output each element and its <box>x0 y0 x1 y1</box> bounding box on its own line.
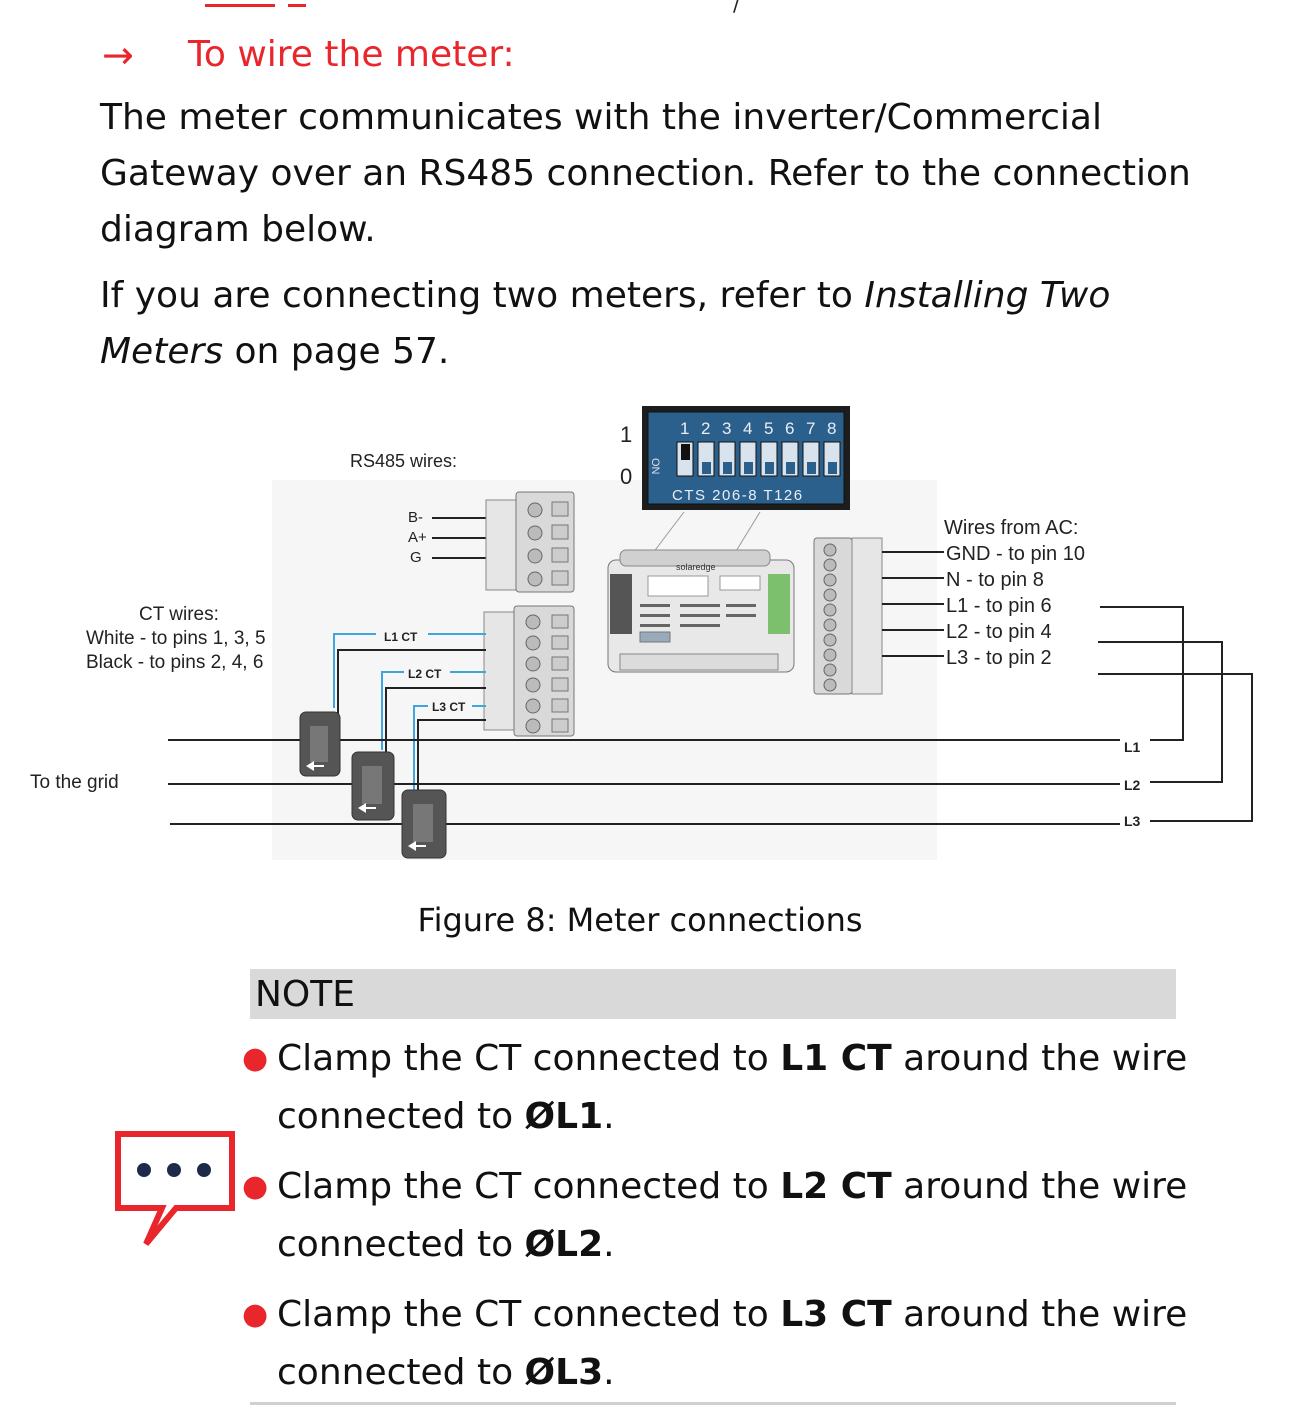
grid-line-label: L3 <box>1124 813 1141 829</box>
dip-switch: 1 0 ON 1 2 3 4 5 6 7 8 <box>620 406 850 510</box>
ct-wire-label: White - to pins 1, 3, 5 <box>86 628 266 649</box>
grid-label: To the grid <box>30 772 119 793</box>
ct-wires-title: CT wires: <box>139 604 219 625</box>
ac-terminal-block <box>813 537 883 695</box>
note-header: NOTE <box>250 969 1176 1019</box>
rs485-pin-label: B- <box>408 509 423 526</box>
ac-wire-label: L2 - to pin 4 <box>946 621 1052 643</box>
bullet-icon: ● <box>242 1169 269 1204</box>
dip-number: 2 <box>701 419 710 438</box>
ac-wires-title: Wires from AC: <box>944 517 1078 539</box>
note-title: NOTE <box>255 974 356 1015</box>
cut-off-underline <box>288 0 306 7</box>
rs485-terminal-block <box>485 491 575 593</box>
dip-number: 5 <box>764 419 773 438</box>
note-item: ● Clamp the CT connected to L2 CT around… <box>240 1158 1200 1274</box>
meter-brand: solaredge <box>676 562 716 572</box>
dip-number: 6 <box>785 419 794 438</box>
rs485-pin-label: G <box>410 549 422 566</box>
ct-clamp-l1 <box>299 711 341 777</box>
rs485-label: RS485 wires: <box>350 451 457 471</box>
ac-wire-label: L1 - to pin 6 <box>946 595 1052 617</box>
ac-wire-label: N - to pin 8 <box>946 569 1044 591</box>
note-bottom-rule <box>250 1402 1176 1405</box>
bullet-icon: ● <box>242 1041 269 1076</box>
speech-bubble-icon <box>110 1128 240 1258</box>
ac-wire-label: GND - to pin 10 <box>946 543 1085 565</box>
meter-unit: solaredge <box>607 549 795 673</box>
dip-number: 3 <box>722 419 731 438</box>
bullet-icon: ● <box>242 1297 269 1332</box>
procedure-heading: → To wire the meter: <box>102 30 515 80</box>
cross-reference-link[interactable]: Installing Two Meters <box>100 275 1111 372</box>
rs485-pin-label: A+ <box>408 529 427 546</box>
ct-label: L3 CT <box>432 700 466 714</box>
dip-zero-label: 0 <box>620 464 632 489</box>
ct-clamp-l2 <box>351 751 395 821</box>
arrow-icon: → <box>102 33 134 77</box>
ct-terminal-block <box>483 605 575 737</box>
grid-line-label: L1 <box>1124 739 1141 755</box>
dip-number: 4 <box>743 419 752 438</box>
heading-text: To wire the meter: <box>188 34 515 75</box>
two-meters-paragraph: If you are connecting two meters, refer … <box>100 275 1111 372</box>
figure-caption: Figure 8: Meter connections <box>417 901 863 939</box>
dip-number: 8 <box>827 419 836 438</box>
cut-off-glyph: / <box>733 0 740 16</box>
grid-line-label: L2 <box>1124 777 1141 793</box>
dip-model-label: CTS 206-8 T126 <box>672 487 804 504</box>
dip-on-label: ON <box>649 458 661 475</box>
note-list: ● Clamp the CT connected to L1 CT around… <box>240 1030 1200 1414</box>
wiring-diagram: RS485 wires: B- A+ G 1 0 ON 1 2 <box>30 406 1253 860</box>
dip-number: 1 <box>680 419 689 438</box>
ct-wire-label: Black - to pins 2, 4, 6 <box>86 652 263 673</box>
note-item: ● Clamp the CT connected to L1 CT around… <box>240 1030 1200 1146</box>
ct-label: L1 CT <box>384 630 418 644</box>
ct-label: L2 CT <box>408 667 442 681</box>
dip-one-label: 1 <box>620 422 632 447</box>
meter-connections-figure: RS485 wires: B- A+ G 1 0 ON 1 2 <box>0 400 1296 870</box>
ac-wire-label: L3 - to pin 2 <box>946 647 1052 669</box>
ct-clamp-l3 <box>401 789 447 859</box>
note-item: ● Clamp the CT connected to L3 CT around… <box>240 1286 1200 1402</box>
intro-paragraph: The meter communicates with the inverter… <box>100 97 1191 250</box>
dip-number: 7 <box>806 419 815 438</box>
cut-off-underline <box>205 0 275 7</box>
